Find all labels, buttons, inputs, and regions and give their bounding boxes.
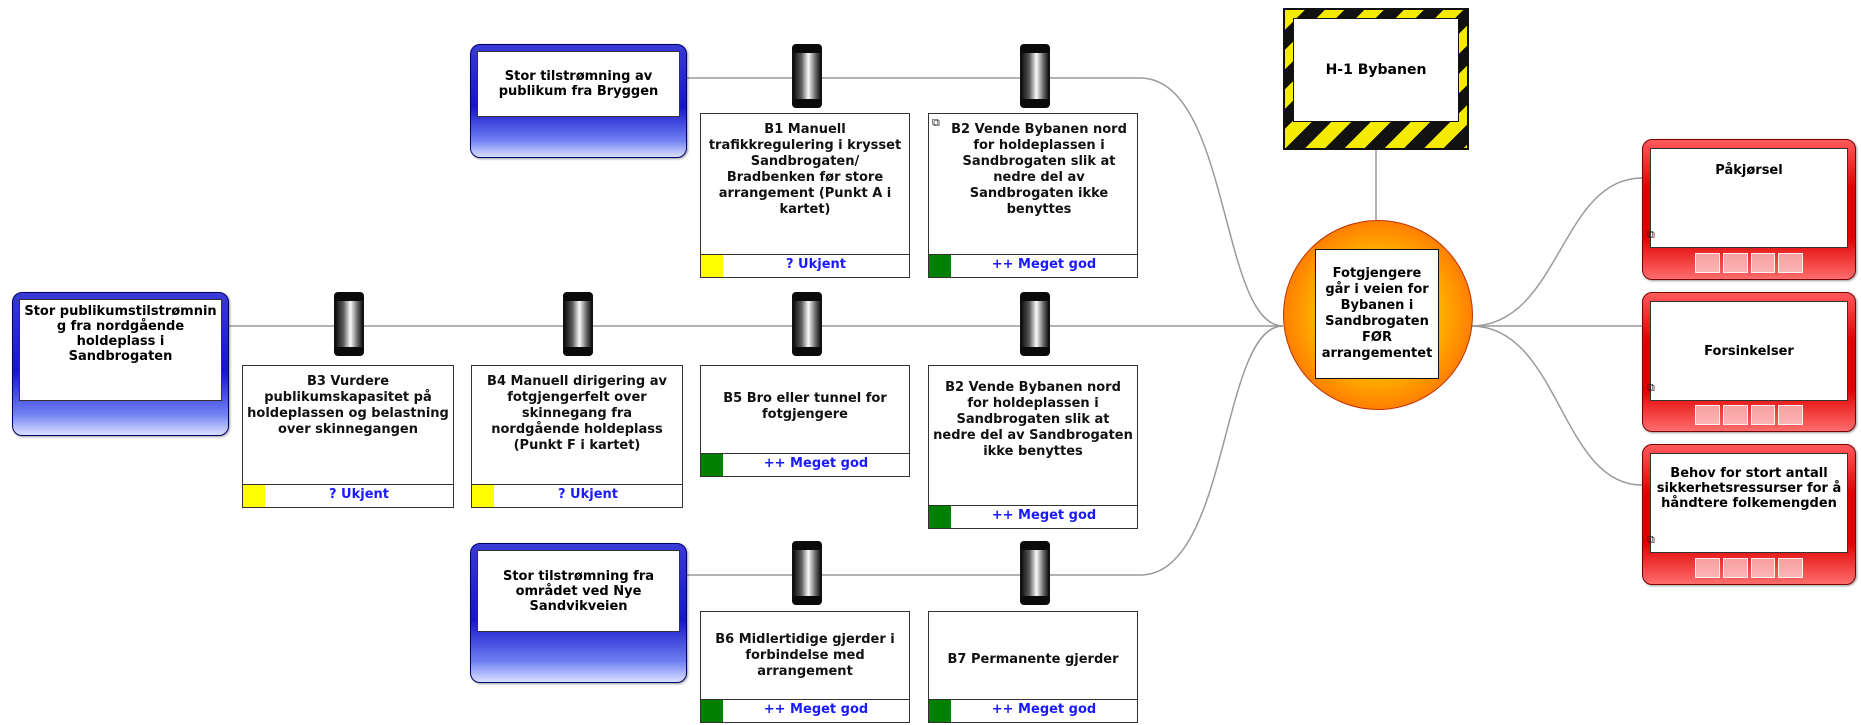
barrier-rating-row: ++ Meget god — [929, 254, 1137, 277]
barrier-rating: ++ Meget god — [763, 702, 869, 717]
threat-label: Stor tilstrømning av publikum fra Brygge… — [477, 51, 680, 117]
barrier-holder — [334, 292, 364, 356]
barrier-label: B7 Permanente gjerder — [947, 652, 1119, 667]
rating-swatch — [243, 485, 265, 507]
barrier-rating: ++ Meget god — [991, 508, 1097, 523]
threat-nordgaende-holdeplass[interactable]: Stor publikumstilstrømnin g fra nordgåen… — [12, 292, 229, 436]
barrier-b6[interactable]: B6 Midlertidige gjerder i forbindelse me… — [700, 611, 910, 723]
barrier-holder — [1020, 541, 1050, 605]
barrier-rating: ? Ukjent — [785, 257, 846, 272]
threat-label: Stor publikumstilstrømnin g fra nordgåen… — [19, 299, 222, 401]
barrier-rating-row: ? Ukjent — [472, 484, 682, 507]
barrier-b1[interactable]: B1 Manuell trafikkregulering i krysset S… — [700, 113, 910, 278]
rating-swatch — [929, 255, 951, 277]
rating-swatch — [929, 506, 951, 528]
barrier-rating-row: ? Ukjent — [243, 484, 453, 507]
risk-matrix — [1695, 253, 1803, 273]
consequence-label: Forsinkelser — [1650, 301, 1848, 401]
barrier-rating: ? Ukjent — [557, 487, 618, 502]
document-icon[interactable]: ⧉ — [932, 116, 940, 129]
barrier-label: B4 Manuell dirigering av fotgjengerfelt … — [487, 374, 667, 453]
barrier-label: B6 Midlertidige gjerder i forbindelse me… — [715, 632, 895, 679]
barrier-holder — [563, 292, 593, 356]
barrier-holder — [1020, 44, 1050, 108]
barrier-rating: ++ Meget god — [991, 257, 1097, 272]
barrier-holder — [792, 44, 822, 108]
rating-swatch — [929, 700, 951, 722]
top-event[interactable]: Fotgjengere går i veien for Bybanen i Sa… — [1283, 220, 1473, 410]
barrier-b7[interactable]: B7 Permanente gjerder ++ Meget god — [928, 611, 1138, 723]
consequence-sikkerhetsressurser[interactable]: Behov for stort antall sikkerhetsressurs… — [1642, 444, 1856, 585]
barrier-rating-row: ? Ukjent — [701, 254, 909, 277]
risk-matrix — [1695, 558, 1803, 578]
threat-nye-sandvikveien[interactable]: Stor tilstrømning fra området ved Nye Sa… — [470, 543, 687, 683]
consequence-label: Behov for stort antall sikkerhetsressurs… — [1650, 453, 1848, 553]
rating-swatch — [701, 454, 723, 476]
barrier-label: B2 Vende Bybanen nord for holdeplassen i… — [951, 122, 1127, 217]
document-icon[interactable]: ⧉ — [1647, 533, 1655, 546]
barrier-label: B2 Vende Bybanen nord for holdeplassen i… — [933, 380, 1133, 459]
barrier-rating-row: ++ Meget god — [929, 699, 1137, 722]
threat-label: Stor tilstrømning fra området ved Nye Sa… — [477, 550, 680, 632]
top-event-label: Fotgjengere går i veien for Bybanen i Sa… — [1315, 249, 1439, 379]
threat-bryggen[interactable]: Stor tilstrømning av publikum fra Brygge… — [470, 44, 687, 158]
consequence-label: Påkjørsel — [1650, 148, 1848, 248]
barrier-rating: ++ Meget god — [763, 456, 869, 471]
consequence-pakjorsel[interactable]: Påkjørsel ⧉ — [1642, 139, 1856, 280]
risk-matrix — [1695, 405, 1803, 425]
rating-swatch — [701, 255, 723, 277]
barrier-rating: ++ Meget god — [991, 702, 1097, 717]
rating-swatch — [472, 485, 494, 507]
barrier-holder — [1020, 292, 1050, 356]
barrier-label: B5 Bro eller tunnel for fotgjengere — [723, 391, 887, 422]
barrier-b4[interactable]: B4 Manuell dirigering av fotgjengerfelt … — [471, 365, 683, 508]
barrier-b5[interactable]: B5 Bro eller tunnel for fotgjengere ++ M… — [700, 365, 910, 477]
barrier-b2-lower[interactable]: B2 Vende Bybanen nord for holdeplassen i… — [928, 365, 1138, 529]
rating-swatch — [701, 700, 723, 722]
hazard-label: H-1 Bybanen — [1293, 18, 1459, 122]
barrier-rating-row: ++ Meget god — [929, 505, 1137, 528]
document-icon[interactable]: ⧉ — [1647, 381, 1655, 394]
consequence-forsinkelser[interactable]: Forsinkelser ⧉ — [1642, 292, 1856, 432]
barrier-rating-row: ++ Meget god — [701, 699, 909, 722]
barrier-b3[interactable]: B3 Vurdere publikumskapasitet på holdepl… — [242, 365, 454, 508]
hazard[interactable]: H-1 Bybanen — [1283, 8, 1469, 150]
barrier-label: B3 Vurdere publikumskapasitet på holdepl… — [247, 374, 449, 437]
barrier-label: B1 Manuell trafikkregulering i krysset S… — [708, 122, 902, 217]
document-icon[interactable]: ⧉ — [1647, 228, 1655, 241]
barrier-holder — [792, 541, 822, 605]
barrier-holder — [792, 292, 822, 356]
barrier-rating: ? Ukjent — [328, 487, 389, 502]
barrier-b2-upper[interactable]: ⧉ B2 Vende Bybanen nord for holdeplassen… — [928, 113, 1138, 278]
barrier-rating-row: ++ Meget god — [701, 453, 909, 476]
